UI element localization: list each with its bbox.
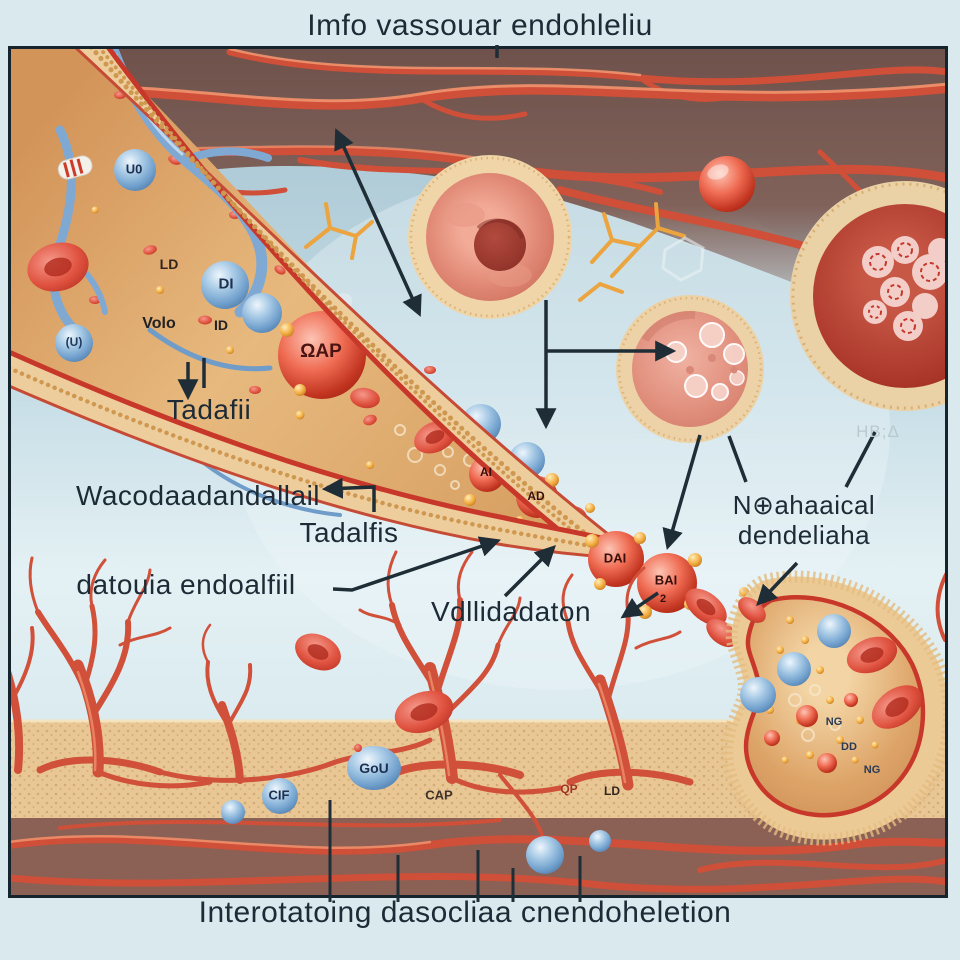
cell-glyph: DAI: [603, 550, 627, 566]
cell-glyph: CIF: [268, 787, 290, 803]
label-tadafii: Tadafii: [166, 393, 252, 425]
cell-glyph: BAI: [654, 572, 678, 588]
cell-glyph: 2: [659, 593, 667, 605]
label-vdllidadaton: Vdllidadaton: [430, 595, 592, 627]
label-mechanical-endothelia: N⊕ahaaical dendeliaha: [732, 490, 876, 551]
label-mechanical-line1: N⊕ahaaical: [732, 490, 876, 521]
label-hba: HB;Δ: [856, 422, 900, 442]
cell-glyph: NG: [825, 716, 843, 728]
top-caption: Imfo vassouar endohleliu: [307, 8, 653, 42]
cell-glyph: LD: [159, 256, 179, 272]
label-wacodaadandallail: Wacodaadandallail: [75, 479, 321, 511]
cell-glyph: ΩAP: [300, 341, 342, 362]
cell-glyph: Volo: [142, 315, 176, 332]
label-datouia-endoalfiil: datouia endoalfiil: [76, 568, 296, 600]
cell-glyph: U0: [125, 161, 143, 177]
cell-glyph: LD: [604, 784, 620, 798]
cell-glyph: AD: [527, 489, 545, 503]
cell-glyph: GoU: [359, 760, 389, 776]
cell-glyph: DD: [841, 741, 857, 753]
bottom-caption: Interotatoing dasocliaa cnendoheletion: [198, 895, 732, 929]
cell-glyph: QP: [560, 782, 578, 796]
label-tadalfis: Tadalfis: [299, 516, 399, 548]
cell-glyph: AI: [480, 465, 492, 479]
cell-glyph: (U): [65, 335, 83, 349]
cell-glyph: NG: [863, 764, 881, 776]
cell-glyph: CAP: [425, 787, 453, 803]
cell-glyph: DI: [218, 275, 234, 293]
cell-glyph: ID: [214, 317, 228, 333]
label-mechanical-line2: dendeliaha: [737, 520, 871, 550]
